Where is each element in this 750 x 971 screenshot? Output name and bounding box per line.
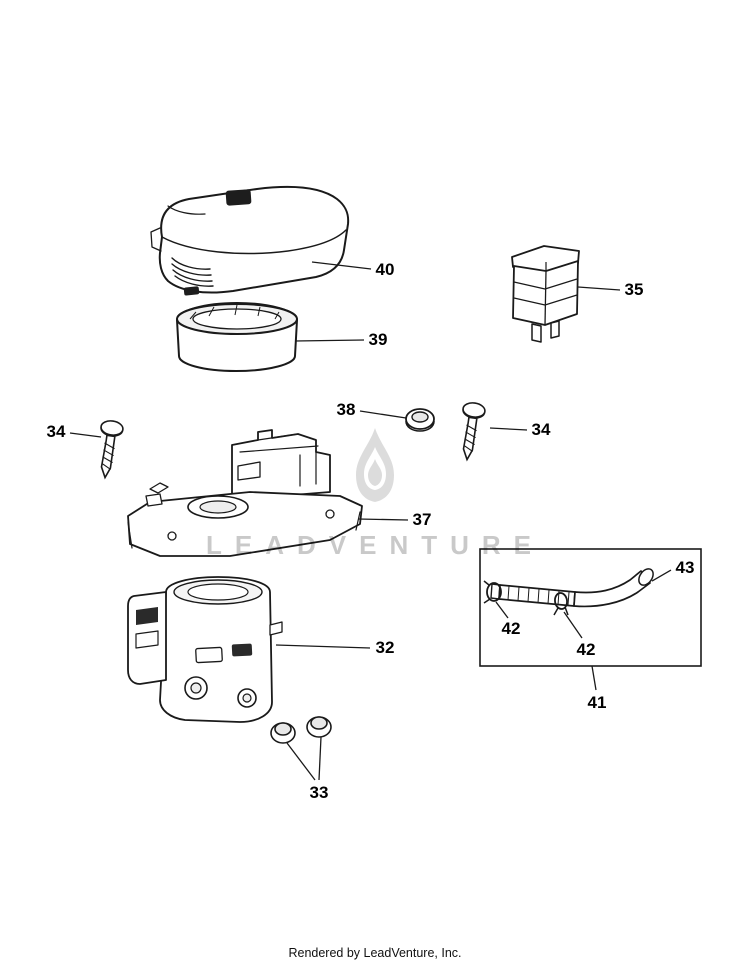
callout-43: 43 bbox=[675, 558, 695, 577]
leader-line-32 bbox=[275, 644, 371, 649]
callout-34-right: 34 bbox=[531, 420, 551, 439]
leader-line-34-left bbox=[69, 432, 102, 438]
callout-38: 38 bbox=[336, 400, 356, 419]
part-41-hose-kit-box bbox=[479, 548, 702, 667]
part-42-clamp-right bbox=[553, 592, 569, 616]
callout-42-right: 42 bbox=[576, 640, 596, 659]
callout-37: 37 bbox=[412, 510, 432, 529]
leader-line-43 bbox=[651, 569, 672, 582]
leader-line-33-a bbox=[286, 742, 316, 781]
part-38-grommet bbox=[405, 408, 435, 432]
part-34-screw-left bbox=[100, 420, 124, 480]
leader-line-38 bbox=[359, 410, 407, 419]
leader-lines bbox=[69, 261, 672, 781]
leader-line-34-right bbox=[489, 427, 528, 431]
callout-40: 40 bbox=[375, 260, 395, 279]
part-33-nuts bbox=[270, 716, 332, 744]
part-37-carburetor-assembly bbox=[127, 429, 363, 557]
footer-credit: Rendered by LeadVenture, Inc. bbox=[288, 946, 462, 960]
watermark-logo-icon bbox=[356, 428, 394, 502]
callout-35: 35 bbox=[624, 280, 644, 299]
leader-line-39 bbox=[294, 339, 365, 342]
callout-41: 41 bbox=[587, 693, 607, 712]
part-39-foam-filter bbox=[175, 301, 299, 373]
cover-logo-icon bbox=[225, 189, 252, 206]
leader-line-42-left bbox=[495, 601, 509, 619]
callout-39: 39 bbox=[368, 330, 388, 349]
part-43-fuel-hose bbox=[490, 568, 654, 608]
part-40-air-cleaner-cover bbox=[150, 185, 350, 296]
leader-line-40 bbox=[311, 261, 372, 270]
leader-line-42-right bbox=[563, 611, 583, 639]
callout-32: 32 bbox=[375, 638, 395, 657]
callout-33: 33 bbox=[309, 783, 329, 802]
leader-line-41 bbox=[591, 665, 597, 691]
callout-34-left: 34 bbox=[46, 422, 66, 441]
part-35-fuse-holder bbox=[511, 245, 580, 343]
leader-line-33-b bbox=[318, 736, 322, 781]
leader-line-37 bbox=[357, 518, 409, 521]
part-34-screw-right bbox=[462, 402, 486, 462]
part-42-clamp-left bbox=[483, 580, 502, 604]
callout-42-left: 42 bbox=[501, 619, 521, 638]
leader-line-35 bbox=[577, 286, 621, 291]
part-32-air-cleaner-base bbox=[127, 576, 283, 723]
